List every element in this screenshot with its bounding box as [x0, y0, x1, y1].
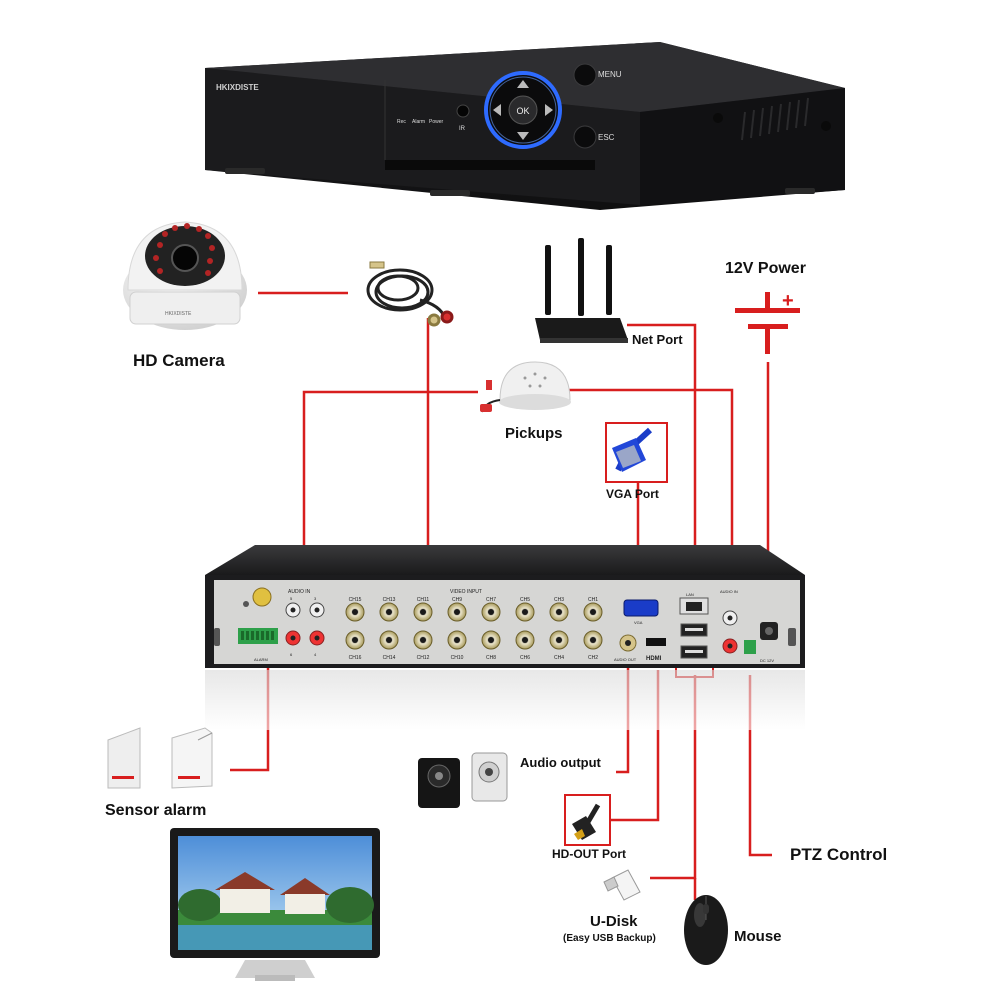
- svg-text:4: 4: [314, 652, 317, 657]
- hdmi-port-connector: [646, 638, 666, 646]
- net-port-label: Net Port: [632, 332, 683, 347]
- channel-label: CH1: [588, 597, 598, 603]
- audio-output-label: Audio output: [520, 755, 602, 770]
- ok-button[interactable]: [508, 95, 538, 125]
- indicator-alarm: Alarm: [412, 119, 425, 125]
- down-arrow-icon: [517, 132, 529, 140]
- usb-drive-icon: [603, 869, 641, 901]
- audio-in-label: AUDIO IN: [288, 589, 311, 595]
- channel-label: CH12: [417, 655, 430, 661]
- right-arrow-icon: [545, 104, 553, 116]
- alarm-port-label: ALARM: [254, 657, 268, 662]
- front-indicators: Rec Alarm Power IR: [397, 104, 470, 132]
- u-disk-sublabel: (Easy USB Backup): [563, 933, 656, 944]
- channel-label: CH15: [349, 597, 362, 603]
- vga-port-label: VGA Port: [606, 487, 659, 501]
- indicator-power: Power: [429, 119, 444, 125]
- channel-label: CH6: [520, 655, 530, 661]
- wire-pickup-to-audio-in: [302, 390, 478, 590]
- ptz-control-label: PTZ Control: [790, 845, 887, 864]
- wire-pickup-to-audio-right: [565, 388, 734, 590]
- indicator-rec: Rec: [397, 119, 406, 125]
- channel-label: CH11: [417, 597, 430, 603]
- channel-label: CH2: [588, 655, 598, 661]
- svg-text:VGA: VGA: [634, 620, 643, 625]
- wire-rs485-to-ptz: [748, 675, 772, 857]
- hdmi-port-label: HDMI: [646, 656, 662, 662]
- svg-text:3: 3: [314, 596, 317, 601]
- channel-label: CH3: [554, 597, 564, 603]
- up-arrow-icon: [517, 80, 529, 88]
- hd-camera-label: HD Camera: [133, 351, 225, 370]
- plus-symbol: +: [782, 290, 794, 312]
- rs485-terminal: [744, 640, 756, 654]
- audio-out-port-label: AUDIO OUT: [614, 657, 637, 662]
- channel-label: CH9: [452, 597, 462, 603]
- channel-label: CH16: [349, 655, 362, 661]
- channel-label: CH4: [554, 655, 564, 661]
- hdout-thumb-frame: [564, 794, 611, 846]
- navigation-pad[interactable]: OK: [484, 71, 562, 149]
- pickups-label: Pickups: [505, 425, 563, 442]
- ir-sensor-icon: [456, 104, 470, 118]
- hd-camera: HKIXDISTE: [123, 221, 247, 330]
- mouse-icon: [684, 895, 728, 965]
- svg-text:5: 5: [290, 596, 293, 601]
- router-icon: [535, 238, 628, 343]
- channel-label: CH14: [383, 655, 396, 661]
- audio-in-right-label: AUDIO IN: [720, 589, 738, 594]
- cable-coil-icon: [366, 261, 454, 327]
- ok-label: OK: [516, 106, 529, 116]
- esc-button[interactable]: [573, 125, 597, 149]
- brand-logo: HKIXDISTE: [216, 83, 259, 92]
- left-arrow-icon: [493, 104, 501, 116]
- channel-label: CH13: [383, 597, 396, 603]
- ir-label: IR: [459, 126, 466, 132]
- camera-brand: HKIXDISTE: [165, 311, 192, 317]
- sensor-alarm-icon: [107, 727, 213, 789]
- vga-cable-icon: [612, 427, 653, 472]
- speakers-icon: [418, 752, 508, 808]
- video-input-label: VIDEO INPUT: [450, 589, 482, 595]
- channel-label: CH7: [486, 597, 496, 603]
- hd-out-port-label: HD-OUT Port: [552, 847, 626, 861]
- menu-button[interactable]: [573, 63, 597, 87]
- esc-label: ESC: [598, 133, 615, 142]
- menu-label: MENU: [598, 70, 622, 79]
- sensor-alarm-label: Sensor alarm: [105, 802, 206, 819]
- u-disk-label: U-Disk: [590, 913, 638, 930]
- wire-net-to-lan: [627, 323, 697, 596]
- vent-slots: [741, 97, 809, 141]
- power-label: 12V Power: [725, 260, 806, 277]
- svg-text:DC 12V: DC 12V: [760, 658, 774, 663]
- vga-port-connector: [623, 599, 659, 617]
- monitor-icon: [170, 828, 380, 981]
- hdmi-cable-icon: [572, 803, 601, 840]
- svg-text:6: 6: [290, 652, 293, 657]
- channel-label: CH8: [486, 655, 496, 661]
- dvr-front-unit: HKIXDISTE Rec Alarm Power IR OK MENU ESC: [205, 42, 845, 210]
- channel-label: CH5: [520, 597, 530, 603]
- battery-symbol-icon: +: [735, 290, 800, 354]
- pickup-microphone-icon: [480, 361, 571, 413]
- mouse-label: Mouse: [734, 928, 782, 945]
- svg-text:LAN: LAN: [686, 592, 694, 597]
- channel-label: CH10: [451, 655, 464, 661]
- vga-thumb-frame: [605, 422, 668, 483]
- audio-in-jacks: 5 3 6 4: [285, 596, 325, 657]
